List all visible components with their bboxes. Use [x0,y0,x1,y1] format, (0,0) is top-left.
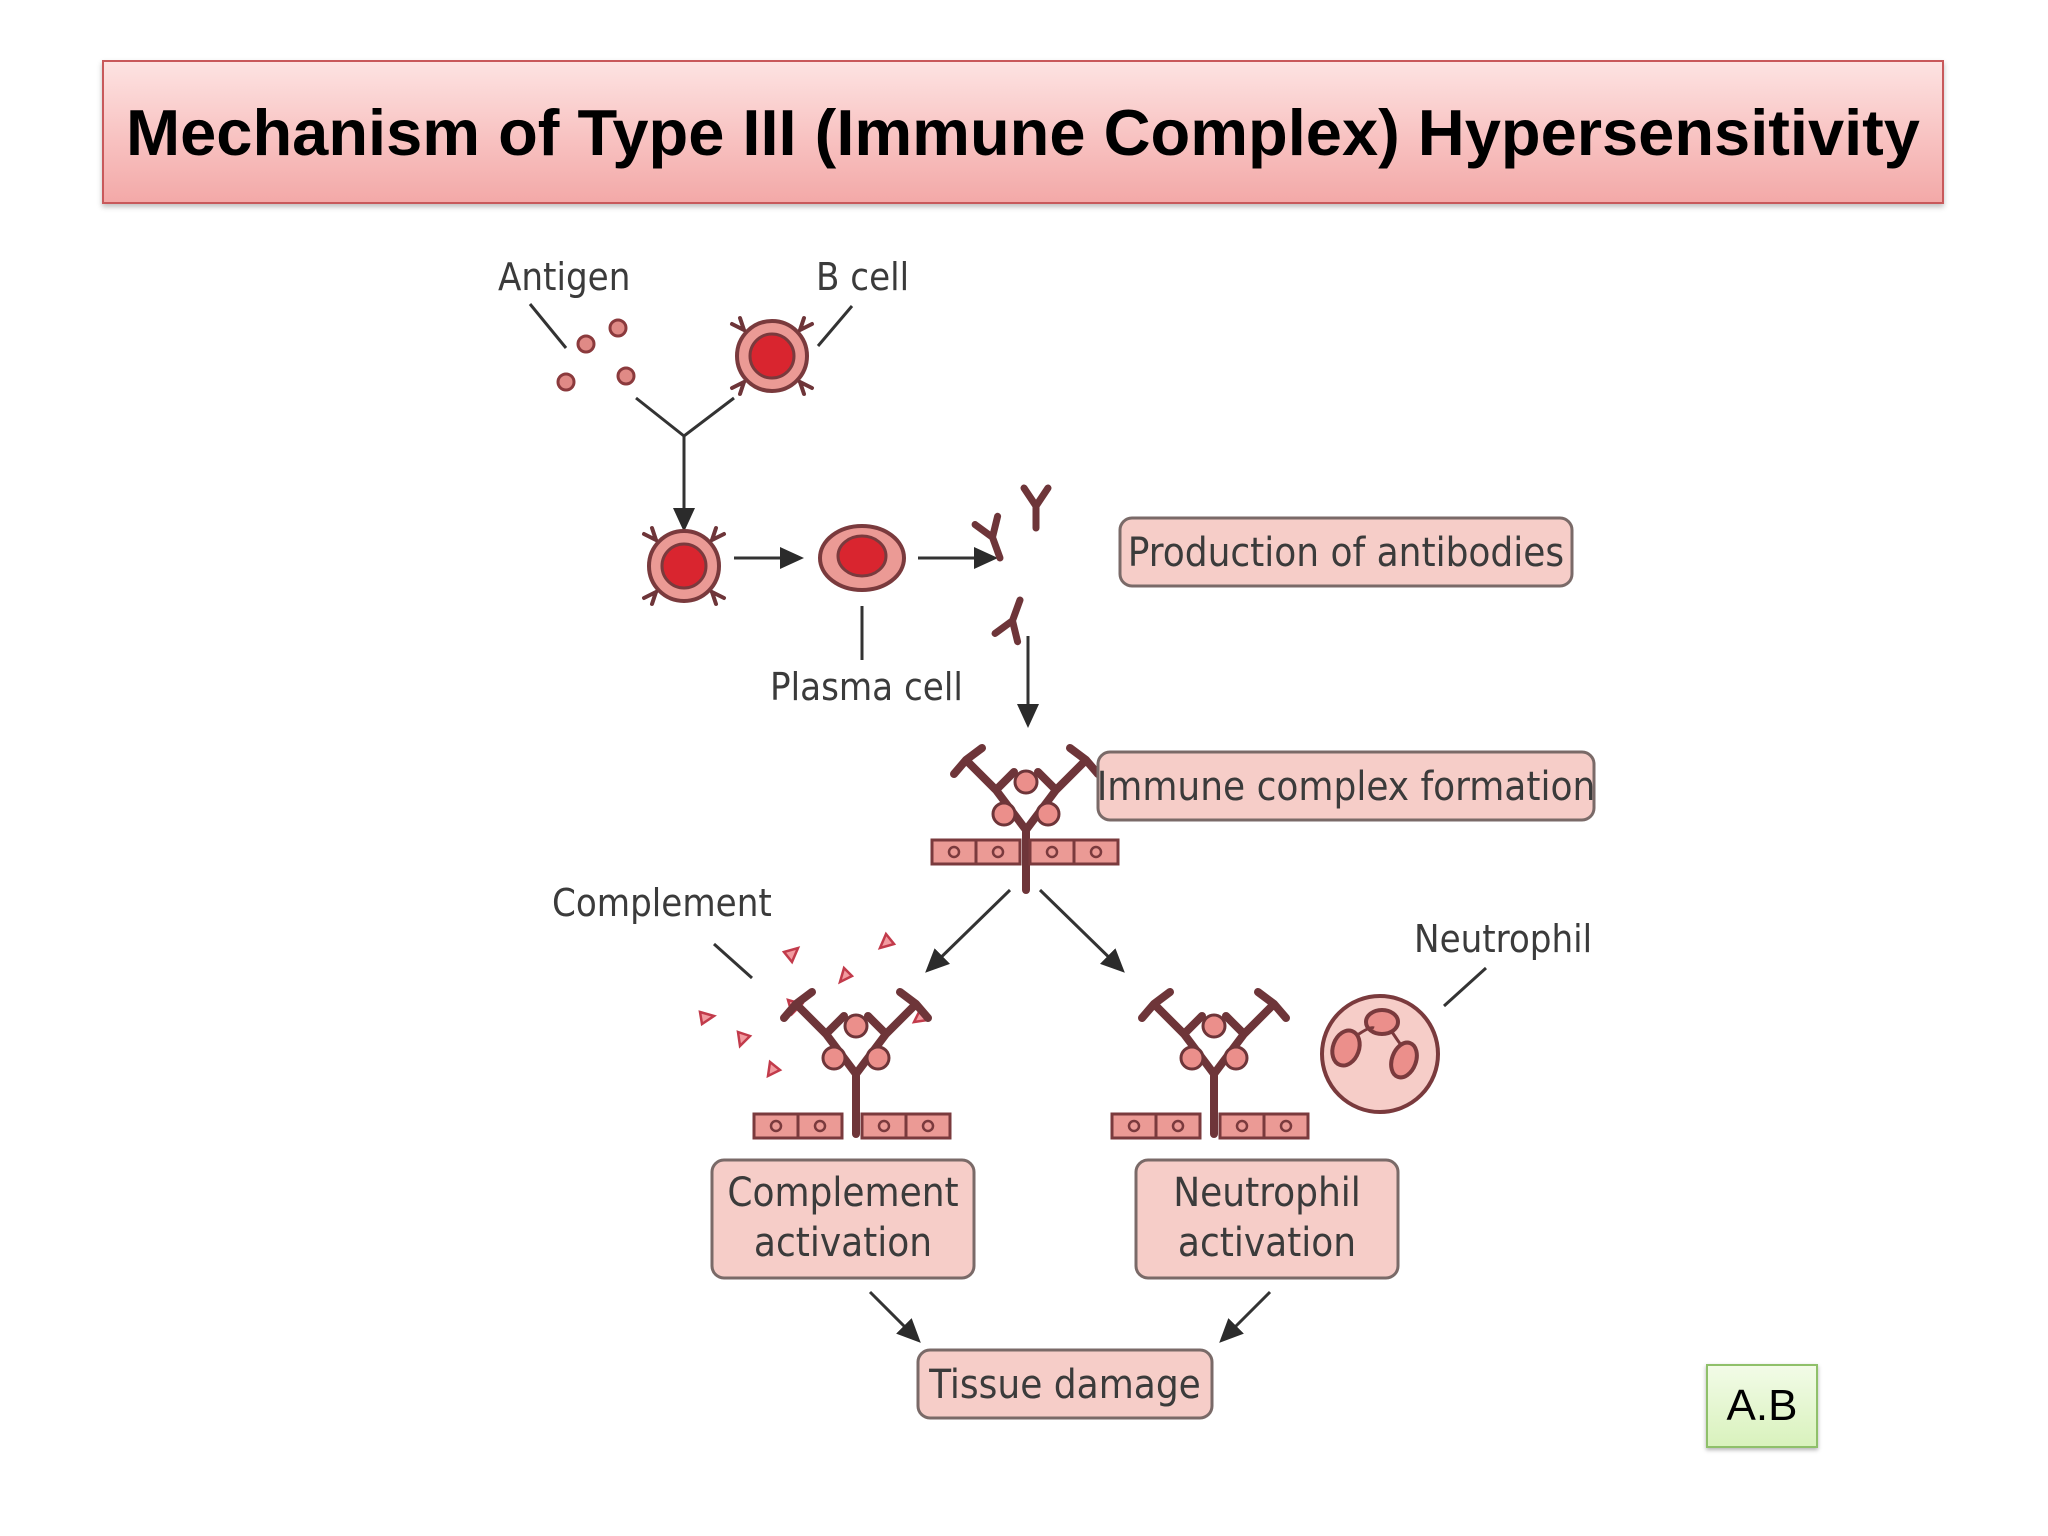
tissue-damage-box: Tissue damage [916,1348,1214,1420]
antigen-leader [528,303,568,349]
complement-activation-line1: Complement [727,1170,958,1216]
production-of-antibodies-box: Production of antibodies [1118,516,1574,588]
immune-complex-formation-text: Immune complex formation [1097,764,1596,810]
production-of-antibodies-text: Production of antibodies [1128,530,1564,576]
tissue-damage-text: Tissue damage [928,1362,1201,1408]
b-cell-label: B cell [816,255,909,299]
converge-lines [635,396,735,528]
antigen-label: Antigen [498,255,630,299]
complement-label: Complement [552,881,772,925]
b-cell-icon [730,316,814,396]
complement-leader [712,942,754,980]
neutrophil-leader [1442,966,1488,1008]
neutrophil-activation-line1: Neutrophil [1173,1170,1361,1216]
page-title: Mechanism of Type III (Immune Complex) H… [126,95,1920,169]
complement-proteins [698,931,931,1079]
complement-activation-box: Complement activation [710,1158,976,1280]
title-banner: Mechanism of Type III (Immune Complex) H… [102,60,1944,204]
neutrophil-activation-line2: activation [1178,1220,1356,1266]
arrow-complement-to-tissue [868,1290,921,1343]
plasma-cell-label: Plasma cell [770,665,963,709]
neutrophil-label: Neutrophil [1414,917,1592,961]
activated-b-cell-icon [642,526,726,606]
b-cell-leader [816,305,854,347]
immune-complex-formation-box: Immune complex formation [1096,750,1596,822]
immune-complex-icon [954,748,1098,890]
neutrophil-icon [1320,994,1440,1114]
antibodies-icon [975,488,1048,642]
arrow-to-complement [925,888,1012,973]
arrow-neutrophil-to-tissue [1219,1290,1272,1343]
author-badge: A.B [1706,1364,1818,1448]
plasma-cell-icon [818,524,906,592]
neutrophil-activation-box: Neutrophil activation [1134,1158,1400,1280]
arrow-to-neutrophil [1038,888,1125,973]
complement-activation-line2: activation [754,1220,932,1266]
antigen-particles [556,318,636,392]
